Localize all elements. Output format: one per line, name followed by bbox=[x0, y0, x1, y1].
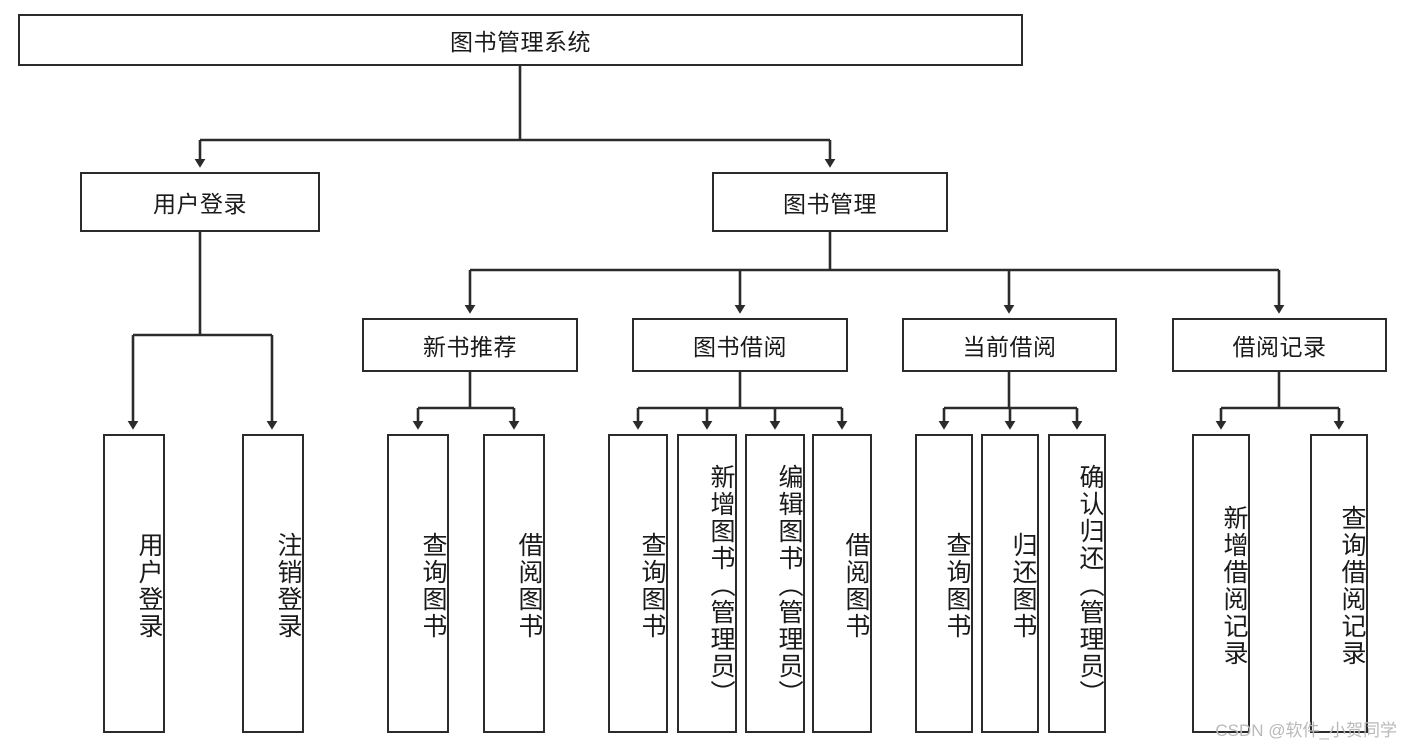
leaf-logout-login[interactable]: 注销登录 bbox=[242, 434, 304, 733]
leaf-query-book-borrow[interactable]: 查询图书 bbox=[608, 434, 668, 733]
leaf-borrow-book[interactable]: 借阅图书 bbox=[812, 434, 872, 733]
leaf-borrow-book-newbook[interactable]: 借阅图书 bbox=[483, 434, 545, 733]
leaf-query-book-current[interactable]: 查询图书 bbox=[915, 434, 973, 733]
node-new-book-recommend[interactable]: 新书推荐 bbox=[362, 318, 578, 372]
leaf-query-borrow-record[interactable]: 查询借阅记录 bbox=[1310, 434, 1368, 733]
node-root-system[interactable]: 图书管理系统 bbox=[18, 14, 1023, 66]
leaf-return-book[interactable]: 归还图书 bbox=[981, 434, 1039, 733]
node-current-borrow[interactable]: 当前借阅 bbox=[902, 318, 1117, 372]
leaf-add-borrow-record[interactable]: 新增借阅记录 bbox=[1192, 434, 1250, 733]
node-borrow-record[interactable]: 借阅记录 bbox=[1172, 318, 1387, 372]
leaf-edit-book-admin[interactable]: 编辑图书（管理员） bbox=[745, 434, 805, 733]
node-book-management[interactable]: 图书管理 bbox=[712, 172, 948, 232]
node-book-borrow[interactable]: 图书借阅 bbox=[632, 318, 848, 372]
leaf-add-book-admin[interactable]: 新增图书（管理员） bbox=[677, 434, 737, 733]
leaf-user-login[interactable]: 用户登录 bbox=[103, 434, 165, 733]
leaf-confirm-return-admin[interactable]: 确认归还（管理员） bbox=[1048, 434, 1106, 733]
node-user-login[interactable]: 用户登录 bbox=[80, 172, 320, 232]
leaf-query-book-newbook[interactable]: 查询图书 bbox=[387, 434, 449, 733]
